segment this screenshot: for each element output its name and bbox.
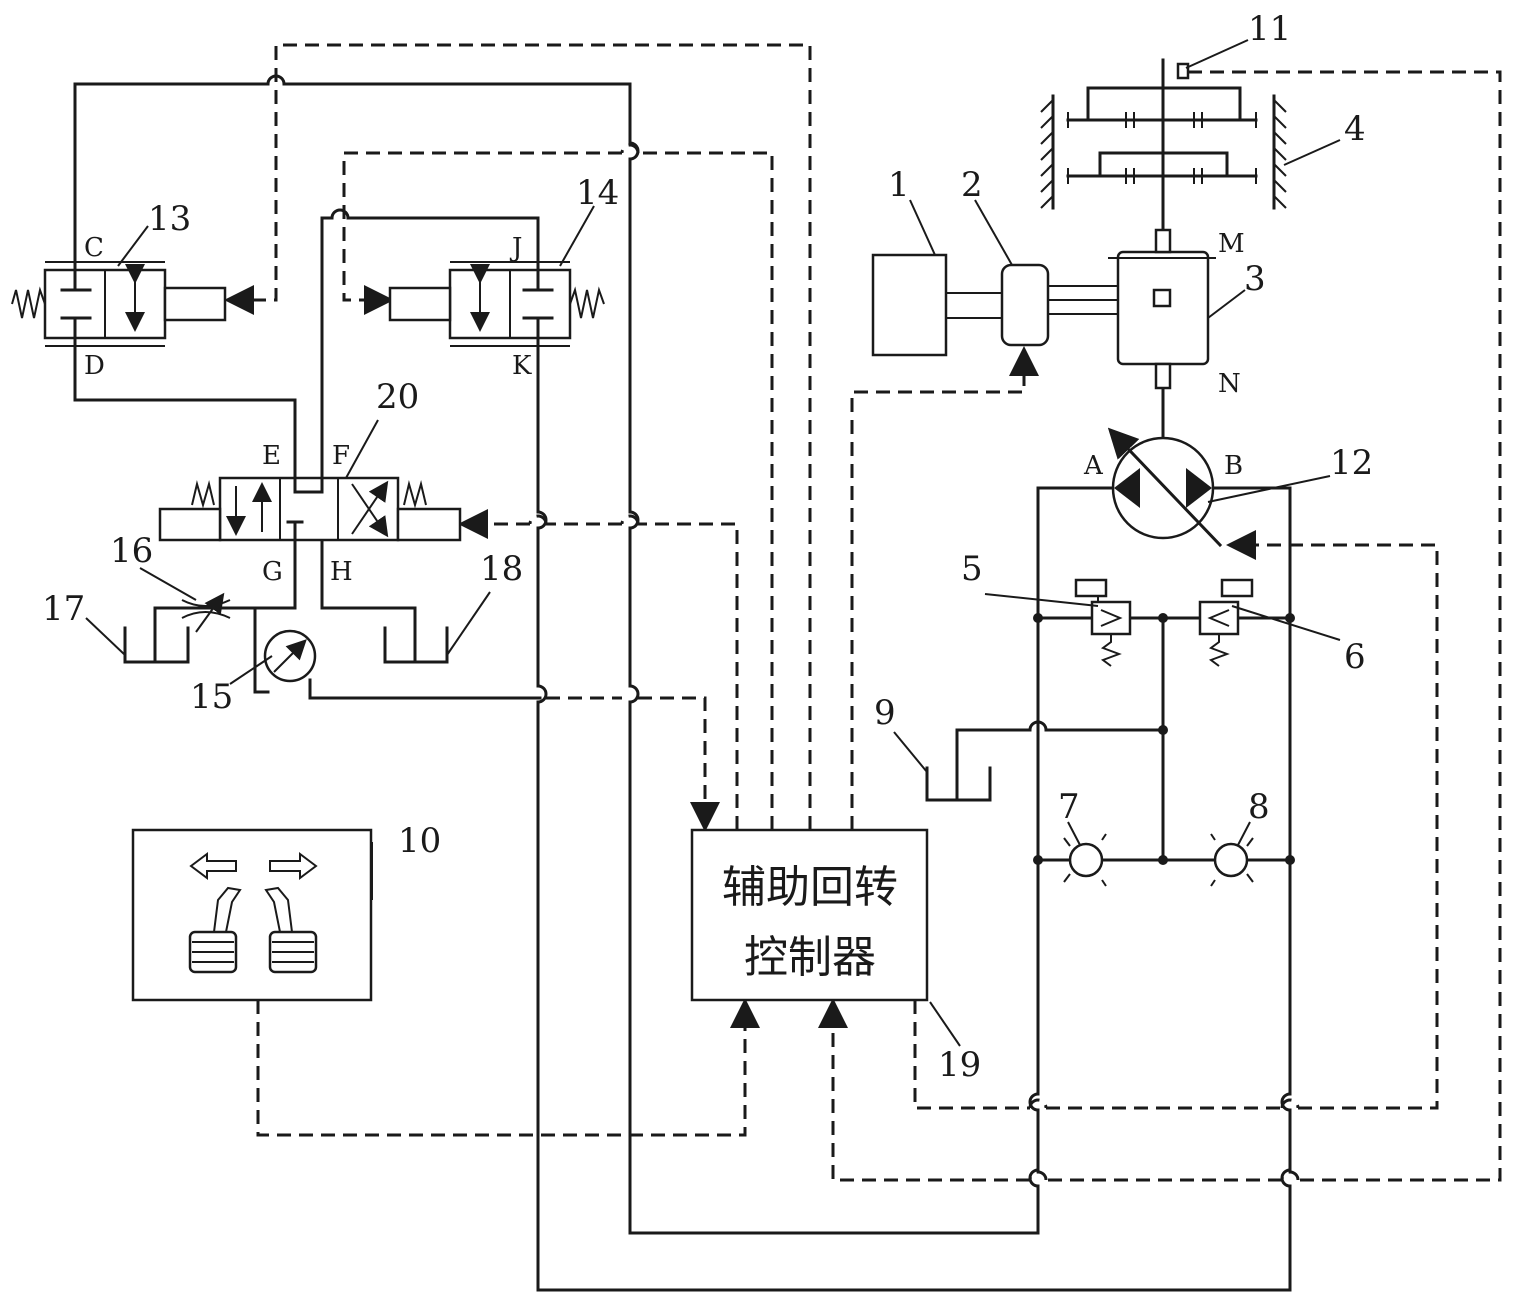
label-6: 6 <box>1344 637 1366 677</box>
port-N: N <box>1218 369 1241 399</box>
label-7: 7 <box>1058 787 1080 827</box>
label-5: 5 <box>961 549 983 589</box>
label-19: 19 <box>938 1045 981 1085</box>
controller-19 <box>690 828 929 1002</box>
port-H: H <box>330 557 353 587</box>
arrow-left-icon <box>189 852 237 880</box>
port-K: K <box>512 351 532 381</box>
leader-lines <box>85 39 1341 1047</box>
label-4: 4 <box>1344 109 1366 149</box>
label-20: 20 <box>376 377 419 417</box>
valve-13 <box>11 261 227 347</box>
label-2: 2 <box>961 165 983 205</box>
port-G: G <box>262 557 283 587</box>
junction-dots <box>1033 613 1295 865</box>
label-9: 9 <box>874 693 896 733</box>
arrow-right-icon <box>269 852 318 880</box>
controller-label-line2: 控制器 <box>744 932 876 983</box>
port-J: J <box>509 233 522 263</box>
check-valve-8 <box>1210 833 1254 887</box>
sensor-11 <box>1176 62 1190 80</box>
joystick-icon <box>188 886 242 974</box>
label-18: 18 <box>480 549 523 589</box>
pressure-sensor-15 <box>263 629 317 683</box>
valve-20 <box>158 476 462 542</box>
port-B: B <box>1224 451 1243 481</box>
label-13: 13 <box>148 199 191 239</box>
port-E: E <box>262 441 281 471</box>
port-M: M <box>1218 229 1245 259</box>
hydraulic-lines <box>73 74 1292 1292</box>
valve-14 <box>388 261 605 347</box>
port-C: C <box>84 233 104 263</box>
gearbox-4 <box>1040 58 1287 210</box>
joystick-panel-10 <box>131 828 373 1002</box>
check-valve-7 <box>1063 833 1107 887</box>
label-14: 14 <box>576 173 619 213</box>
label-3: 3 <box>1244 259 1266 299</box>
label-10: 10 <box>398 821 441 861</box>
port-letters: A B C D E F G H J K M N <box>84 229 1245 587</box>
label-16: 16 <box>110 531 153 571</box>
port-A: A <box>1083 451 1104 481</box>
joystick-icon <box>264 886 318 974</box>
label-1: 1 <box>888 165 910 205</box>
label-11: 11 <box>1248 9 1291 49</box>
drivetrain <box>871 228 1216 390</box>
label-12: 12 <box>1330 443 1373 483</box>
component-numbers: 1 2 3 4 5 6 7 8 9 10 11 12 13 14 15 16 1… <box>42 9 1373 1085</box>
label-15: 15 <box>190 677 233 717</box>
signal-lines <box>224 43 1502 1182</box>
controller-label-line1: 辅助回转 <box>722 862 898 913</box>
tanks <box>123 626 992 802</box>
relief-valve-5 <box>1074 578 1132 667</box>
label-17: 17 <box>42 589 85 629</box>
throttle-16 <box>181 592 231 633</box>
port-F: F <box>332 441 350 471</box>
label-8: 8 <box>1248 787 1270 827</box>
port-D: D <box>84 351 105 381</box>
pump-12 <box>1107 427 1223 548</box>
controller-text: 辅助回转 控制器 <box>722 862 898 983</box>
relief-valve-6 <box>1198 578 1254 667</box>
